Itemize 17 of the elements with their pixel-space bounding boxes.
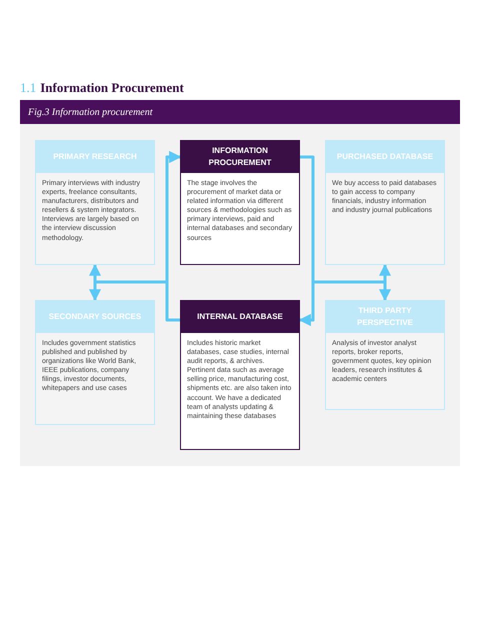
card-header: PURCHASED DATABASE bbox=[326, 141, 444, 173]
figure-caption-band bbox=[20, 100, 460, 124]
info-card bbox=[180, 140, 300, 265]
card-header: PRIMARY RESEARCH bbox=[36, 141, 154, 173]
connector-arrow bbox=[166, 151, 182, 322]
info-card bbox=[325, 300, 445, 410]
info-card bbox=[35, 300, 155, 425]
info-card bbox=[180, 300, 300, 450]
info-card bbox=[35, 140, 155, 265]
card-header: SECONDARY SOURCES bbox=[36, 301, 154, 333]
figure-caption: Fig.3 Information procurement bbox=[28, 106, 153, 120]
info-card bbox=[325, 140, 445, 265]
card-header: THIRD PARTY PERSPECTIVE bbox=[326, 301, 444, 333]
card-header: INTERNAL DATABASE bbox=[181, 301, 299, 333]
card-header: INFORMATION PROCUREMENT bbox=[181, 141, 299, 173]
section-title: Information Procurement bbox=[40, 79, 184, 97]
section-number: 1.1 bbox=[20, 79, 36, 97]
